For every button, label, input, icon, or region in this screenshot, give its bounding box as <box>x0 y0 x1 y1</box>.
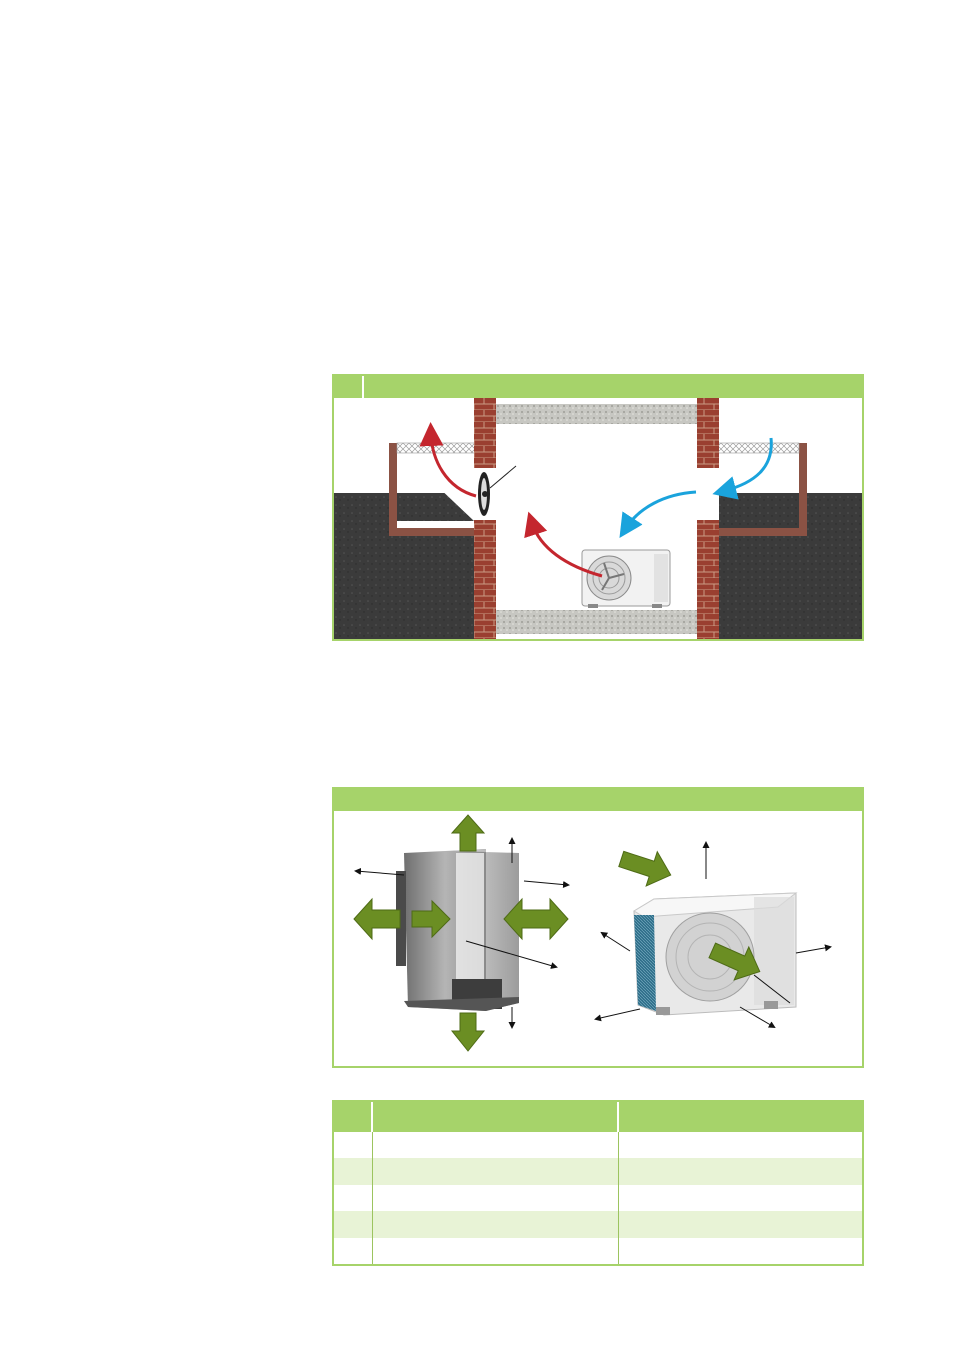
warm-air-arrow-unit <box>524 511 603 578</box>
table-row <box>334 1132 862 1159</box>
grate-right <box>717 442 800 454</box>
brick-wall-left-lower <box>474 520 496 639</box>
figure-installation-room <box>332 374 864 641</box>
split-airflow-arrow-outlet-icon <box>708 942 761 981</box>
table-cell <box>618 1132 862 1158</box>
clearance-arrow-front <box>465 940 558 969</box>
table-cell <box>334 1237 373 1264</box>
figure-clearances <box>332 787 864 1068</box>
table-cell <box>618 1211 862 1238</box>
brick-wall-right-upper <box>697 398 719 468</box>
table-cell <box>618 1158 862 1185</box>
table-cell <box>334 1132 373 1159</box>
table-cell <box>618 1238 862 1264</box>
floor-slab <box>494 610 698 634</box>
table-cell <box>334 1184 373 1212</box>
table-cell <box>372 1158 619 1185</box>
light-well-left <box>389 448 474 528</box>
airflow-arrow-bottom-icon <box>450 1012 486 1052</box>
table-row <box>334 1158 862 1185</box>
split-clearance-arrow-back-left <box>600 931 631 952</box>
ground-right <box>719 493 862 639</box>
airflow-arrow-inlet-icon <box>411 899 451 939</box>
table-cell <box>372 1211 619 1238</box>
figure-1-number-cell <box>334 376 364 398</box>
table-row <box>334 1237 862 1264</box>
warm-air-arrow-exhaust <box>419 422 477 498</box>
clearance-arrow-right <box>523 880 570 889</box>
cool-air-arrow-room <box>619 490 697 539</box>
split-leader-line <box>753 974 791 1004</box>
ground-left <box>334 493 474 639</box>
table-header-row <box>334 1102 862 1132</box>
cool-air-arrow-intake <box>712 437 773 500</box>
clearance-diagram <box>353 814 832 1052</box>
figure-2-header <box>334 789 862 811</box>
outdoor-unit-icon <box>581 549 671 608</box>
split-clearance-arrow-right <box>795 944 832 954</box>
table-header-cell <box>372 1102 619 1132</box>
split-clearance-arrow-front-right <box>739 1006 776 1029</box>
airflow-arrow-left-icon <box>353 897 401 941</box>
table-header-cell <box>618 1102 862 1132</box>
ceiling-slab <box>494 404 698 424</box>
figure-1-header <box>334 376 862 398</box>
brick-wall-right-lower <box>697 520 719 639</box>
room-cross-section <box>334 398 862 639</box>
grate-left <box>396 442 476 454</box>
monobloc-heat-pump-icon <box>396 849 519 1011</box>
exhaust-fan-icon <box>478 472 490 516</box>
fan-leader-line <box>489 465 517 489</box>
airflow-arrow-right-icon <box>503 897 569 941</box>
table-cell <box>372 1237 619 1264</box>
table-cell <box>372 1184 619 1212</box>
table-cell <box>618 1185 862 1211</box>
clearance-table <box>332 1100 864 1266</box>
split-clearance-arrow-front-left <box>594 1008 641 1022</box>
table-row <box>334 1184 862 1212</box>
clearance-arrow-left <box>354 867 405 876</box>
table-cell <box>334 1211 373 1238</box>
table-cell <box>372 1132 619 1159</box>
table-cell <box>334 1158 373 1185</box>
table-header-cell <box>334 1102 373 1132</box>
brick-wall-left-upper <box>474 398 496 468</box>
airflow-arrow-top-icon <box>450 814 486 852</box>
split-airflow-arrow-inlet-icon <box>618 850 672 887</box>
table-row <box>334 1211 862 1238</box>
